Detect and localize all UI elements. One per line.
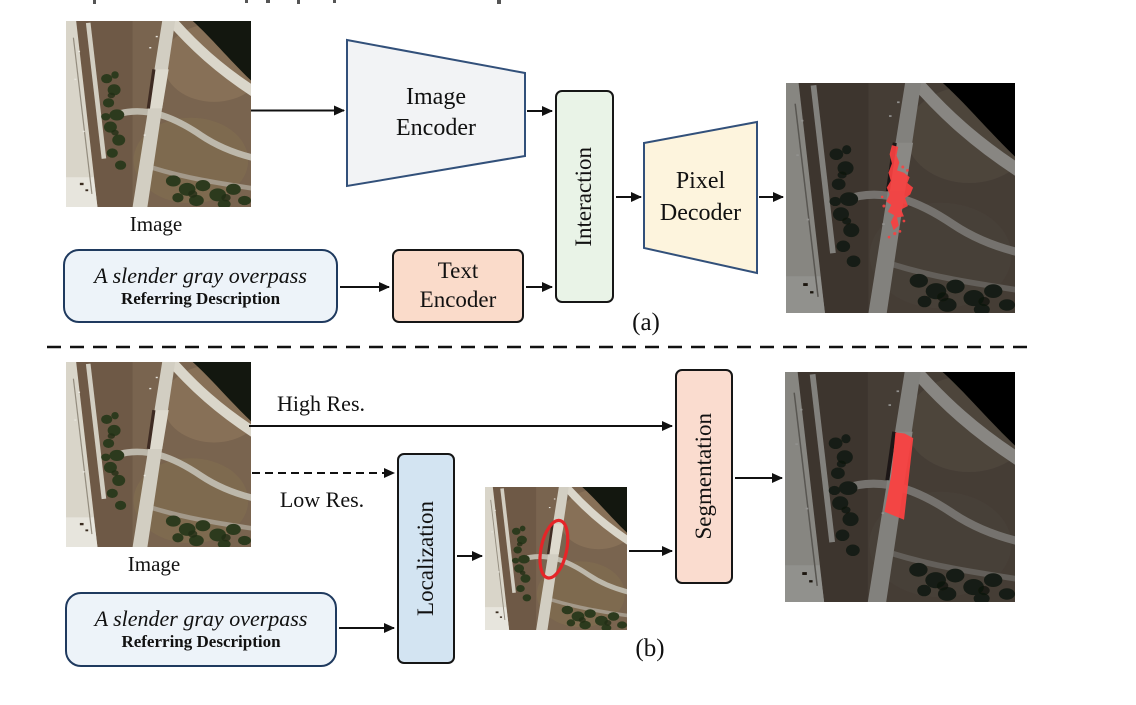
- cropped-text-fragment: [266, 0, 270, 3]
- pixel-decoder-trapezoid: [643, 120, 758, 275]
- segmentation-label: Segmentation: [690, 413, 716, 540]
- high-res-label: High Res.: [277, 391, 365, 416]
- referring-caption-b: Referring Description: [121, 632, 281, 652]
- localized-crop-image: [485, 487, 627, 630]
- cropped-text-fragment: [93, 0, 96, 4]
- cropped-text-fragment: [297, 0, 300, 4]
- interaction-block: Interaction: [555, 90, 614, 303]
- referring-sentence-b: A slender gray overpass: [94, 606, 308, 632]
- segmented-output-image-b: [785, 372, 1015, 602]
- image-caption-b: Image: [127, 552, 181, 576]
- pixel-decoder-block: Pixel Decoder: [643, 120, 758, 275]
- segmentation-mask-noisy: [880, 145, 914, 239]
- image-caption-a: Image: [129, 212, 183, 236]
- segmented-output-image-a: [786, 83, 1015, 313]
- image-encoder-trapezoid: [346, 38, 526, 188]
- localization-block: Localization: [397, 453, 455, 664]
- referring-sentence-a: A slender gray overpass: [94, 262, 307, 288]
- panel-a-tag: (a): [632, 309, 660, 336]
- cropped-text-fragment: [497, 0, 501, 4]
- panel-b-tag: (b): [635, 635, 665, 662]
- referring-description-box-a: A slender gray overpass Referring Descri…: [63, 249, 338, 323]
- input-aerial-image-a: [66, 21, 251, 207]
- pixel-decoder-label: Pixel Decoder: [659, 168, 742, 226]
- referring-caption-a: Referring Description: [120, 288, 281, 308]
- cropped-text-fragment: [245, 0, 248, 3]
- image-encoder-block: Image Encoder: [346, 38, 526, 188]
- text-encoder-block: Text Encoder: [392, 249, 524, 323]
- low-res-label: Low Res.: [279, 487, 365, 512]
- cropped-text-fragment: [333, 0, 336, 3]
- segmentation-block: Segmentation: [675, 369, 733, 584]
- localization-ellipse: [538, 518, 570, 580]
- input-aerial-image-b: [66, 362, 251, 547]
- image-encoder-label: Image Encoder: [396, 83, 476, 141]
- referring-description-box-b: A slender gray overpass Referring Descri…: [65, 592, 337, 667]
- localization-label: Localization: [412, 501, 438, 616]
- interaction-label: Interaction: [571, 146, 597, 247]
